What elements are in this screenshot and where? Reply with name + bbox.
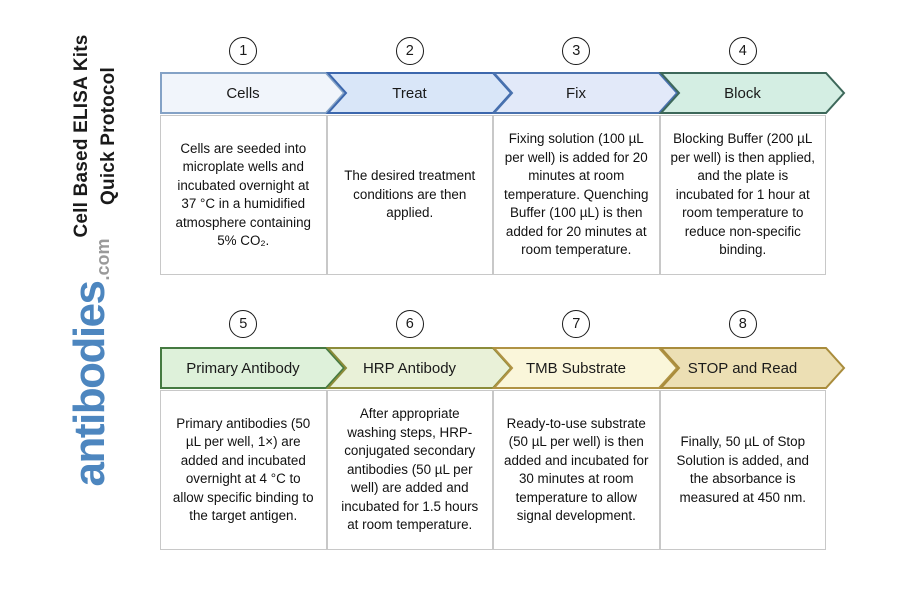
step-arrow: Cells bbox=[160, 72, 346, 114]
step-description: Finally, 50 µL of Stop Solution is added… bbox=[659, 390, 826, 550]
step-arrow: Fix bbox=[491, 72, 679, 114]
step-arrow-label: Cells bbox=[226, 84, 260, 102]
step-description: Ready-to-use substrate (50 µL per well) … bbox=[493, 390, 660, 550]
step-number: 5 bbox=[239, 316, 248, 332]
step-arrow-shape bbox=[491, 347, 679, 389]
protocol-step-8: 8 STOP and Read Finally, 50 µL of Stop S… bbox=[658, 310, 845, 550]
step-number-badge: 1 bbox=[229, 37, 258, 65]
step-arrow: TMB Substrate bbox=[491, 347, 679, 389]
step-arrow-label: Fix bbox=[566, 84, 586, 102]
step-number: 4 bbox=[738, 43, 747, 59]
step-arrow-label: Primary Antibody bbox=[186, 359, 300, 377]
protocol-step-2: 2 Treat The desired treatment conditions… bbox=[325, 37, 512, 275]
protocol-step-5: 5 Primary Antibody Primary antibodies (5… bbox=[160, 310, 346, 550]
protocol-row-2: 5 Primary Antibody Primary antibodies (5… bbox=[160, 310, 845, 550]
step-number: 1 bbox=[239, 43, 248, 59]
step-arrow-shape bbox=[325, 347, 512, 389]
step-arrow-shape bbox=[658, 72, 845, 114]
step-arrow-label: TMB Substrate bbox=[525, 359, 627, 377]
step-number-badge: 5 bbox=[229, 310, 258, 338]
step-description: The desired treatment conditions are the… bbox=[326, 115, 493, 275]
step-number-badge: 7 bbox=[562, 310, 591, 338]
step-number-badge: 8 bbox=[728, 310, 757, 338]
protocol-step-3: 3 Fix Fixing solution (100 µL per well) … bbox=[491, 37, 679, 275]
step-number-badge: 4 bbox=[728, 37, 757, 65]
step-arrow-shape bbox=[325, 72, 512, 114]
brand-logo-text: antibodies bbox=[65, 281, 114, 487]
step-arrow-label: STOP and Read bbox=[687, 359, 798, 377]
step-number-badge: 2 bbox=[395, 37, 424, 65]
step-arrow: Block bbox=[658, 72, 845, 114]
step-number-badge: 3 bbox=[562, 37, 591, 65]
step-arrow: HRP Antibody bbox=[325, 347, 512, 389]
step-arrow-shape bbox=[658, 347, 845, 389]
step-description: Primary antibodies (50 µL per well, 1×) … bbox=[160, 390, 327, 550]
protocol-step-1: 1 Cells Cells are seeded into microplate… bbox=[160, 37, 346, 275]
protocol-step-6: 6 HRP Antibody After appropriate washing… bbox=[325, 310, 512, 550]
protocol-step-7: 7 TMB Substrate Ready-to-use substrate (… bbox=[491, 310, 679, 550]
step-number: 7 bbox=[572, 316, 581, 332]
brand-logo-suffix: .com bbox=[93, 238, 113, 281]
brand-logo: antibodies.com bbox=[65, 213, 129, 513]
step-number: 3 bbox=[572, 43, 581, 59]
step-description: Cells are seeded into microplate wells a… bbox=[160, 115, 327, 275]
step-arrow-shape bbox=[491, 72, 679, 114]
step-arrow-label: Block bbox=[724, 84, 761, 102]
step-arrow-label: Treat bbox=[392, 84, 427, 102]
protocol-row-1: 1 Cells Cells are seeded into microplate… bbox=[160, 37, 845, 275]
step-arrow: Treat bbox=[325, 72, 512, 114]
step-number: 2 bbox=[405, 43, 414, 59]
step-arrow-shape bbox=[160, 72, 346, 114]
step-number: 8 bbox=[738, 316, 747, 332]
protocol-step-4: 4 Block Blocking Buffer (200 µL per well… bbox=[658, 37, 845, 275]
step-number-badge: 6 bbox=[395, 310, 424, 338]
step-description: After appropriate washing steps, HRP-con… bbox=[326, 390, 493, 550]
step-arrow-shape bbox=[160, 347, 346, 389]
step-arrow: STOP and Read bbox=[658, 347, 845, 389]
step-arrow-label: HRP Antibody bbox=[362, 359, 457, 377]
step-arrow: Primary Antibody bbox=[160, 347, 346, 389]
step-number: 6 bbox=[405, 316, 414, 332]
step-description: Blocking Buffer (200 µL per well) is the… bbox=[659, 115, 826, 275]
step-description: Fixing solution (100 µL per well) is add… bbox=[493, 115, 660, 275]
